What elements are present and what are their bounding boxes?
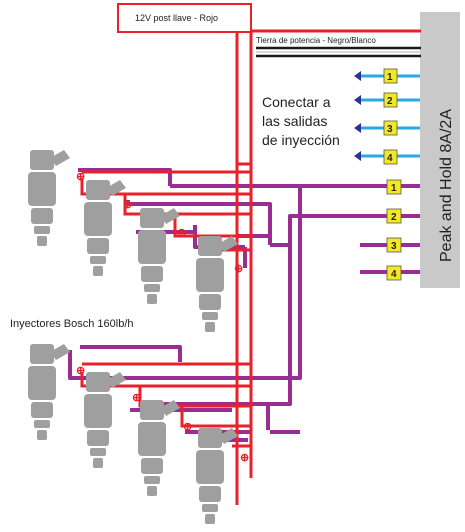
output-terminal-4 — [386, 265, 402, 281]
ground-label: Tierra de potencia - Negro/Blanco — [256, 36, 376, 45]
output-terminal-3 — [386, 237, 402, 253]
plus-icon: ⊕ — [183, 421, 192, 433]
plus-icon: ⊕ — [123, 199, 132, 211]
injector-bank-top — [28, 150, 238, 332]
plus-icon: ⊕ — [240, 452, 249, 464]
output-terminal-1 — [386, 179, 402, 195]
arrow-icon — [354, 123, 361, 133]
plus-icon: ⊕ — [76, 365, 85, 377]
power-wires — [80, 31, 253, 505]
input-terminal-2 — [383, 92, 398, 108]
plus-icon: ⊕ — [132, 392, 141, 404]
input-wire-2: 2 — [354, 92, 420, 108]
injector-bank-bottom — [28, 344, 238, 524]
module-label: Peak and Hold 8A/2A — [438, 109, 455, 262]
output-terminals: 1 2 3 4 — [386, 179, 402, 281]
input-wire-1: 1 — [354, 68, 420, 84]
plus-icon: ⊕ — [234, 263, 243, 275]
connect-instruction: Conectar a las salidas de inyección — [262, 94, 340, 148]
plus-icon: ⊕ — [177, 227, 186, 239]
peak-hold-module — [420, 12, 460, 288]
injector-8 — [196, 428, 238, 524]
svg-text:1: 1 — [391, 183, 397, 194]
injector-7 — [138, 400, 180, 496]
svg-text:3: 3 — [387, 124, 393, 135]
injector-5 — [28, 344, 70, 440]
input-terminal-1 — [383, 68, 398, 84]
svg-text:3: 3 — [391, 241, 397, 252]
power-label-box — [117, 3, 252, 33]
input-wire-3: 3 — [354, 120, 420, 136]
svg-text:4: 4 — [391, 269, 397, 280]
svg-text:4: 4 — [387, 153, 393, 164]
output-terminal-2 — [386, 208, 402, 224]
injector-group-label: Inyectores Bosch 160lb/h — [10, 318, 134, 330]
input-terminal-4 — [383, 149, 398, 165]
plus-icon: ⊕ — [76, 171, 85, 183]
arrow-icon — [354, 151, 361, 161]
input-wire-4: 4 — [354, 149, 420, 165]
arrow-icon — [354, 95, 361, 105]
plus-markers: ⊕ ⊕ ⊕ ⊕ ⊕ ⊕ ⊕ ⊕ — [76, 171, 249, 464]
power-label: 12V post llave - Rojo — [135, 13, 218, 23]
injector-1 — [28, 150, 70, 246]
svg-text:2: 2 — [387, 96, 393, 107]
svg-text:2: 2 — [391, 212, 397, 223]
input-terminal-3 — [383, 120, 398, 136]
arrow-icon — [354, 71, 361, 81]
svg-text:1: 1 — [387, 72, 393, 83]
